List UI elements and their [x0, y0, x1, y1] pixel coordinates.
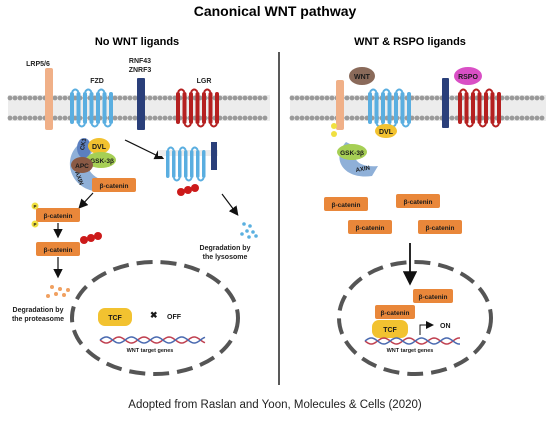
- ck1-shape: [77, 138, 91, 158]
- proteasome-caption-line2: the proteasome: [12, 316, 64, 323]
- rspo-ligand: [454, 67, 482, 85]
- svg-text:P: P: [33, 204, 36, 209]
- svg-text:β-catenin: β-catenin: [332, 202, 361, 209]
- axin-label: AXIN: [73, 171, 84, 187]
- rnf43-receptor: [137, 78, 145, 130]
- gsk-label: GSK-3β: [90, 158, 114, 165]
- svg-text:AXIN: AXIN: [355, 166, 370, 174]
- right-genes-label: WNT target genes: [387, 348, 434, 354]
- arrow-internalization: [124, 139, 165, 160]
- tcf-left: [98, 308, 132, 326]
- svg-text:β-catenin: β-catenin: [419, 294, 448, 301]
- rnf43-receptor-right: [442, 78, 449, 128]
- dna-helix-right: [364, 337, 461, 345]
- svg-text:β-catenin: β-catenin: [426, 225, 455, 232]
- lgr-receptor: [176, 88, 219, 128]
- destruction-complex: AXIN CK1 DVL GSK-3β APC β-catenin: [69, 137, 136, 192]
- svg-text:TCF: TCF: [383, 327, 397, 334]
- arrow-to-lysosome: [221, 193, 239, 216]
- dvl-shape: [88, 138, 110, 154]
- on-arrow: [419, 321, 434, 335]
- svg-text:DVL: DVL: [379, 129, 394, 136]
- phospho-beta-catenin: β-catenin P P: [31, 202, 80, 228]
- right-panel-heading: WNT & RSPO ligands: [354, 36, 466, 48]
- apc-shape: [71, 157, 93, 173]
- beta-catenin-bound-label: β-catenin: [100, 183, 129, 190]
- wnt-ligand: [349, 67, 375, 85]
- off-x-mark: ✖: [150, 310, 158, 320]
- svg-text:β-catenin: β-catenin: [44, 247, 73, 254]
- lysosome-degradation-dots: [240, 222, 258, 239]
- lrp-receptor-right: [336, 80, 344, 130]
- recruited-complex: AXIN DVL GSK-3β: [337, 124, 397, 177]
- off-label: OFF: [167, 314, 182, 321]
- free-beta-catenins: β-catenin β-catenin β-catenin β-catenin: [324, 194, 462, 234]
- svg-text:TCF: TCF: [108, 315, 122, 322]
- beta-catenin-free-4: [418, 220, 462, 234]
- nuclear-beta-catenin-2: [375, 305, 415, 319]
- svg-text:P: P: [33, 222, 36, 227]
- left-nucleus: TCF ✖ OFF WNT target genes: [70, 260, 240, 376]
- nuclear-beta-catenin-1: [413, 289, 453, 303]
- lgr-receptor-right: [458, 88, 501, 128]
- svg-text:β-catenin: β-catenin: [44, 213, 73, 220]
- right-nucleus: β-catenin β-catenin TCF ON WNT target ge…: [337, 260, 493, 376]
- fzd-receptor-right: [368, 88, 411, 128]
- apc-label: APC: [75, 163, 89, 170]
- phospho-group-1: [31, 202, 39, 210]
- phospho-group-2: [31, 220, 39, 228]
- diagram-title: Canonical WNT pathway: [194, 3, 357, 19]
- dvl-label: DVL: [92, 144, 107, 151]
- citation: Adopted from Raslan and Yoon, Molecules …: [128, 399, 422, 411]
- gsk-shape: [86, 152, 116, 168]
- beta-catenin-free-2: [396, 194, 440, 208]
- left-genes-label: WNT target genes: [127, 348, 174, 354]
- tcf-right: [372, 320, 408, 338]
- right-membrane: [289, 95, 546, 121]
- ck1-label: CK1: [80, 137, 88, 151]
- on-label: ON: [440, 323, 451, 330]
- rnf43-label: RNF43: [129, 58, 151, 65]
- proteasome-caption-line1: Degradation by: [13, 307, 64, 314]
- lrp-label: LRP5/6: [26, 61, 50, 68]
- arrow-phosphorylation: [78, 192, 94, 209]
- ubiquitinated-beta-catenin: β-catenin: [36, 232, 102, 256]
- lysosome-caption-line1: Degradation by: [200, 245, 251, 252]
- znrf3-label: ZNRF3: [129, 67, 152, 74]
- proteasome-degradation-dots: [46, 285, 70, 298]
- lgr-label: LGR: [197, 78, 212, 85]
- lysosome-caption-line2: the lysosome: [203, 254, 248, 261]
- internalized-receptor: [158, 142, 218, 196]
- phospho-lrp-right: [331, 123, 337, 137]
- wnt-label: WNT: [354, 74, 371, 81]
- fzd-label: FZD: [90, 78, 104, 85]
- lrp-receptor: [45, 68, 53, 130]
- left-panel-heading: No WNT ligands: [95, 36, 179, 48]
- beta-catenin-free-3: [348, 220, 392, 234]
- beta-catenin-free-1: [324, 197, 368, 211]
- beta-catenin-bound: [92, 178, 136, 192]
- rspo-label: RSPO: [458, 74, 478, 81]
- svg-text:GSK-3β: GSK-3β: [340, 150, 364, 157]
- fzd-receptor: [70, 88, 113, 128]
- svg-text:β-catenin: β-catenin: [381, 310, 410, 317]
- dna-helix-left: [99, 336, 206, 344]
- svg-text:β-catenin: β-catenin: [356, 225, 385, 232]
- svg-text:β-catenin: β-catenin: [404, 199, 433, 206]
